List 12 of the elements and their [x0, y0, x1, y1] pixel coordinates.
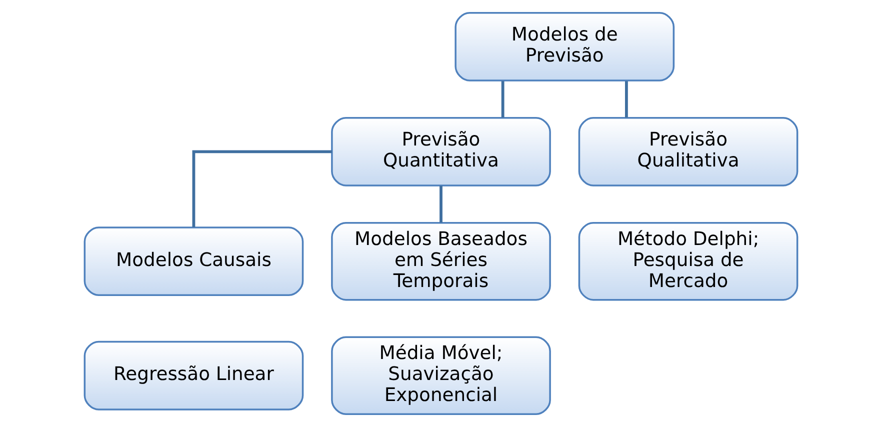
connector — [500, 81, 504, 118]
connector — [624, 81, 628, 118]
node-box: Modelos de Previsão — [454, 12, 674, 82]
node-box: Modelos Baseados em Séries Temporais — [330, 222, 550, 301]
connector — [439, 186, 442, 223]
node-box: Regressão Linear — [83, 340, 304, 410]
node-box: Previsão Qualitativa — [578, 116, 798, 186]
node-box: Média Móvel; Suavização Exponencial — [330, 336, 550, 415]
node-box: Previsão Quantitativa — [330, 116, 550, 186]
node-box: Modelos Causais — [83, 226, 304, 296]
connector — [192, 150, 332, 228]
node-box: Método Delphi; Pesquisa de Mercado — [578, 222, 798, 301]
